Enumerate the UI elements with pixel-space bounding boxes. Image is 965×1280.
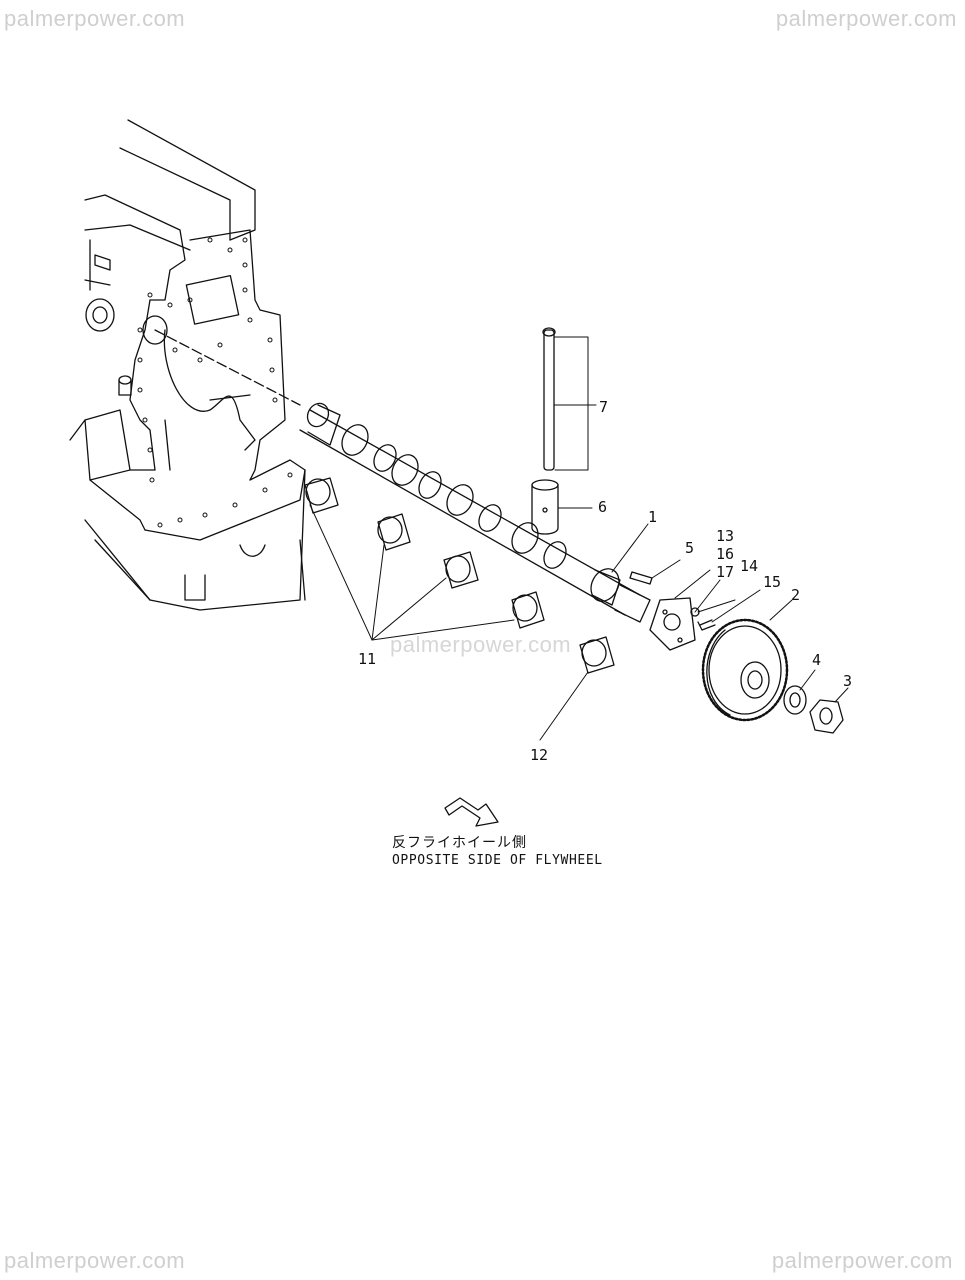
gear-nut	[809, 699, 844, 734]
key	[629, 571, 653, 585]
callout-1: 1	[648, 508, 657, 526]
camshaft	[299, 402, 651, 623]
callout-numbers: 7 6 1 5 13 16 17 14 15 2 4 3 11 12	[358, 398, 852, 764]
callout-4: 4	[812, 651, 821, 669]
watermark-center: palmerpower.com	[390, 632, 572, 657]
callout-2: 2	[791, 586, 800, 604]
callout-6: 6	[598, 498, 607, 516]
callout-13: 13	[716, 527, 734, 545]
leader-lines	[309, 336, 849, 741]
camshaft-gear	[701, 618, 789, 722]
watermark-bottom-left: palmerpower.com	[4, 1248, 186, 1273]
watermark-top-left: palmerpower.com	[4, 6, 186, 31]
callout-7: 7	[599, 398, 608, 416]
callout-3: 3	[843, 672, 852, 690]
caption-english: OPPOSITE SIDE OF FLYWHEEL	[392, 853, 603, 868]
camshaft-axis-line	[154, 329, 301, 406]
callout-15: 15	[763, 573, 781, 591]
bolt	[697, 619, 716, 631]
callout-12: 12	[530, 746, 548, 764]
pushrod	[542, 327, 556, 471]
arrow-right-down-icon	[444, 797, 499, 827]
caption-japanese: 反フライホイール側	[392, 835, 527, 851]
rear-bushing	[579, 636, 615, 674]
watermark-bottom-right: palmerpower.com	[771, 1248, 953, 1273]
thrust-plate	[649, 597, 696, 651]
callout-17: 17	[716, 563, 734, 581]
engine-block	[69, 119, 306, 611]
gear-washer	[783, 685, 807, 715]
watermark-top-right: palmerpower.com	[775, 6, 957, 31]
callout-16: 16	[716, 545, 734, 563]
callout-14: 14	[740, 557, 758, 575]
callout-5: 5	[685, 539, 694, 557]
camshaft-bushings	[304, 477, 545, 629]
tappet	[531, 479, 559, 535]
callout-11: 11	[358, 650, 376, 668]
block-bolt-holes	[137, 237, 293, 528]
